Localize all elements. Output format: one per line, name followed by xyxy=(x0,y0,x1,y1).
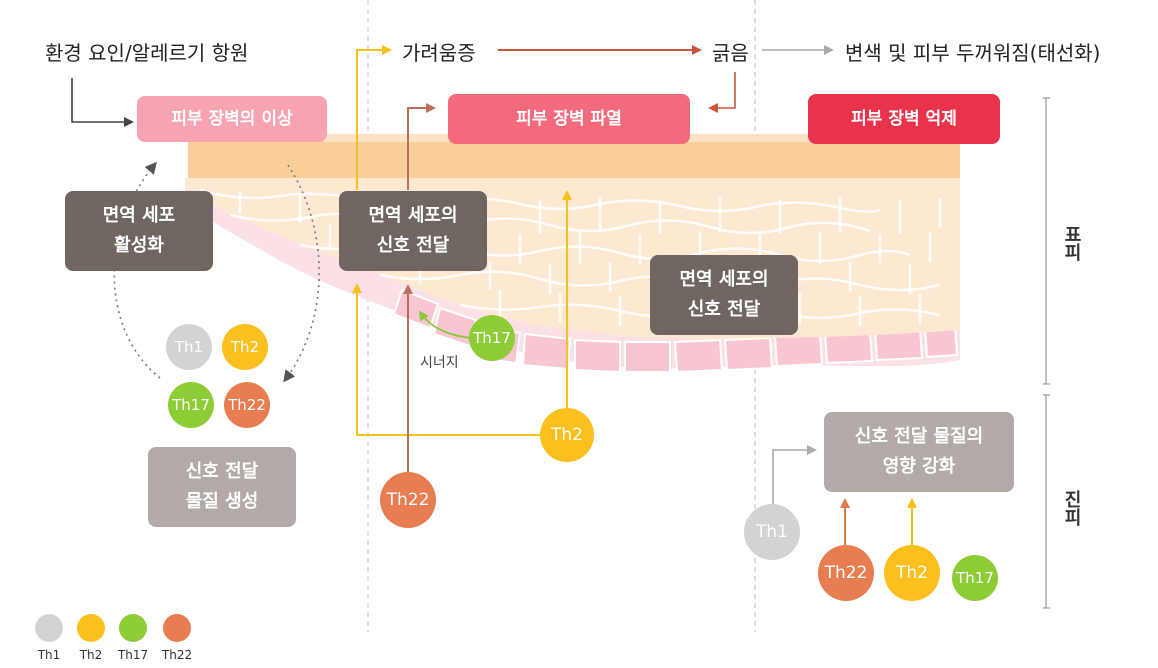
th17-cell: Th17 xyxy=(952,555,998,601)
environmental-factor-label: 환경 요인/알레르기 항원 xyxy=(45,41,249,65)
legend-th2-label: Th2 xyxy=(79,648,103,662)
th2-cell: Th2 xyxy=(540,408,594,462)
th1-cell: Th1 xyxy=(744,504,800,560)
immune-activation-box: 면역 세포 활성화 xyxy=(65,191,213,271)
immune-signal-2-line1: 면역 세포의 xyxy=(679,269,769,290)
immune-activation-line2: 활성화 xyxy=(114,235,164,256)
legend-th1-swatch xyxy=(35,614,63,642)
itch-label: 가려움증 xyxy=(402,41,476,65)
immune-activation-line1: 면역 세포 xyxy=(102,205,176,226)
scratch-label: 긁음 xyxy=(712,41,749,65)
legend-th17-swatch xyxy=(119,614,147,642)
signal-substance-production-box: 신호 전달 물질 생성 xyxy=(148,447,296,527)
legend-th2-swatch xyxy=(77,614,105,642)
immune-signal-2-line2: 신호 전달 xyxy=(687,299,761,320)
th2-cell: Th2 xyxy=(222,324,268,370)
barrier-suppressed-box: 피부 장벽 억제 xyxy=(808,94,1000,144)
th22-cell: Th22 xyxy=(224,382,270,428)
barrier-broken-box: 피부 장벽 파열 xyxy=(448,94,690,144)
legend-th1-label: Th1 xyxy=(37,648,61,662)
immune-signal-box-1: 면역 세포의 신호 전달 xyxy=(339,191,487,271)
th22-cell: Th22 xyxy=(818,545,874,601)
signal-substance-enhance-box: 신호 전달 물질의 영향 강화 xyxy=(824,412,1014,492)
legend-th22-label: Th22 xyxy=(161,648,193,662)
synergy-label: 시너지 xyxy=(420,355,459,371)
immune-signal-box-2: 면역 세포의 신호 전달 xyxy=(650,255,798,335)
th1-cell: Th1 xyxy=(166,324,212,370)
production-line1: 신호 전달 xyxy=(185,461,259,482)
legend-th22-swatch xyxy=(163,614,191,642)
legend-th17-label: Th17 xyxy=(117,648,149,662)
th22-cell: Th22 xyxy=(380,472,436,528)
th17-cell: Th17 xyxy=(168,382,214,428)
immune-signal-1-line2: 신호 전달 xyxy=(376,235,450,256)
enhance-line1: 신호 전달 물질의 xyxy=(854,426,984,447)
dermis-label: 진피 xyxy=(1061,490,1082,526)
epidermis-label: 표피 xyxy=(1061,225,1082,261)
production-line2: 물질 생성 xyxy=(185,491,259,512)
immune-signal-1-line1: 면역 세포의 xyxy=(368,205,458,226)
th17-cell: Th17 xyxy=(469,315,515,361)
barrier-abnormal-box: 피부 장벽의 이상 xyxy=(137,96,327,142)
lichenification-label: 변색 및 피부 두꺼워짐(태선화) xyxy=(845,41,1101,65)
th2-cell: Th2 xyxy=(884,545,940,601)
enhance-line2: 영향 강화 xyxy=(882,456,956,477)
